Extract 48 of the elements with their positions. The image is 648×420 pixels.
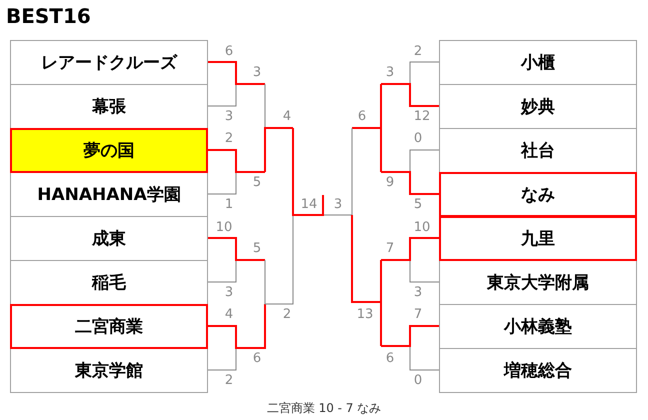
score-label: 5	[252, 176, 262, 190]
team-box: 小櫃	[439, 40, 637, 85]
score-label: 3	[334, 198, 342, 212]
team-box: 幕張	[10, 84, 208, 129]
score-label: 2	[414, 45, 422, 59]
caption: 二宮商業 10 - 7 なみ	[266, 400, 382, 417]
team-box: 増穂総合	[439, 348, 637, 393]
score-label: 1	[224, 198, 234, 212]
team-box: 東京学館	[10, 348, 208, 393]
title: BEST16	[6, 4, 91, 28]
team-box: 東京大学附属	[439, 260, 637, 305]
team-box: 九里	[439, 216, 637, 261]
score-label: 6	[358, 110, 366, 124]
score-label: 7	[414, 308, 422, 322]
score-label: 3	[252, 66, 262, 80]
score-label: 12	[414, 110, 430, 124]
score-label: 3	[224, 286, 234, 300]
score-label: 13	[356, 308, 374, 322]
team-box: 小林義塾	[439, 304, 637, 349]
score-label: 0	[414, 132, 422, 146]
score-label: 3	[224, 110, 234, 124]
score-label: 5	[414, 198, 422, 212]
score-label: 0	[414, 374, 422, 388]
score-label: 2	[224, 132, 234, 146]
score-label: 7	[386, 242, 394, 256]
score-label: 6	[386, 352, 394, 366]
score-label: 10	[216, 221, 232, 235]
team-box: HANAHANA学園	[10, 172, 208, 217]
score-label: 4	[224, 308, 234, 322]
team-box: 夢の国	[10, 128, 208, 173]
team-box: 社台	[439, 128, 637, 173]
team-box: 二宮商業	[10, 304, 208, 349]
score-label: 3	[386, 66, 394, 80]
team-box: 妙典	[439, 84, 637, 129]
score-label: 10	[414, 221, 430, 235]
score-label: 2	[282, 308, 292, 322]
score-label: 4	[282, 110, 292, 124]
score-label: 3	[414, 286, 422, 300]
score-label: 6	[252, 352, 262, 366]
score-label: 9	[386, 176, 394, 190]
score-label: 5	[252, 242, 262, 256]
score-label: 2	[224, 374, 234, 388]
score-label: 6	[224, 45, 234, 59]
team-box: 成東	[10, 216, 208, 261]
score-label: 14	[300, 198, 318, 212]
team-box: レアードクルーズ	[10, 40, 208, 85]
team-box: なみ	[439, 172, 637, 217]
team-box: 稲毛	[10, 260, 208, 305]
